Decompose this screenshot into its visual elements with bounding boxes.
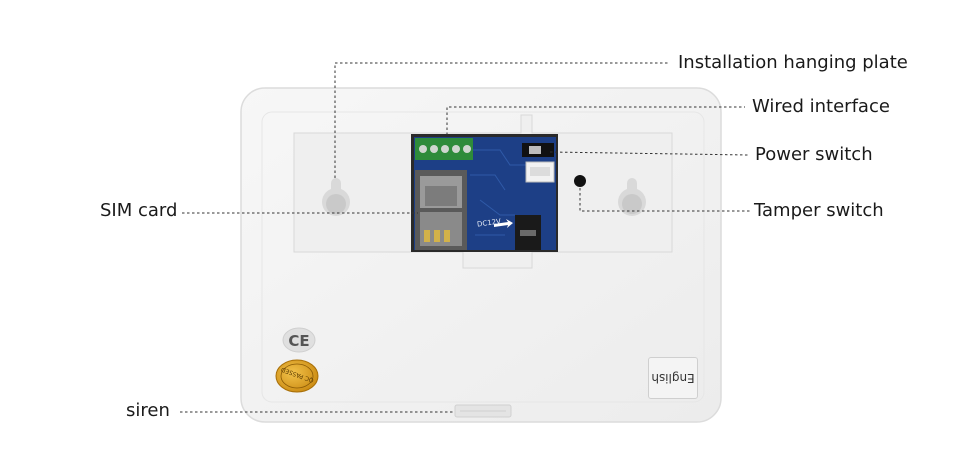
callout-tamper-switch: Tamper switch [754,200,884,221]
ce-mark: CE [282,327,316,353]
sim-card-holder [415,170,467,250]
tamper-switch-hole [574,175,586,187]
callout-sim-card: SIM card [100,200,178,221]
ce-mark-text: CE [288,332,309,350]
white-connector [525,161,555,183]
siren-grille [454,404,512,418]
board-traces [470,149,540,236]
leader-installation [334,62,670,178]
callout-wired-interface: Wired interface [752,96,890,117]
callout-leader-lines [180,62,750,413]
power-switch [522,143,554,157]
callout-installation-hanging-plate: Installation hanging plate [678,52,908,73]
casing-inner-edge [261,111,705,403]
wired-interface-terminal [415,138,473,160]
keyhole-right [618,178,646,216]
language-sticker: English [648,357,698,399]
dc-jack-pin [520,230,536,236]
leader-power [549,151,749,156]
callout-siren: siren [126,400,170,421]
leader-tamper [579,188,750,212]
language-sticker-text: English [651,371,695,385]
callout-power-switch: Power switch [755,144,873,165]
keyhole-left [322,178,350,216]
qc-passed-badge: QC PASSED [275,359,319,393]
leader-wired [446,106,745,135]
dc-arrow [494,219,513,228]
